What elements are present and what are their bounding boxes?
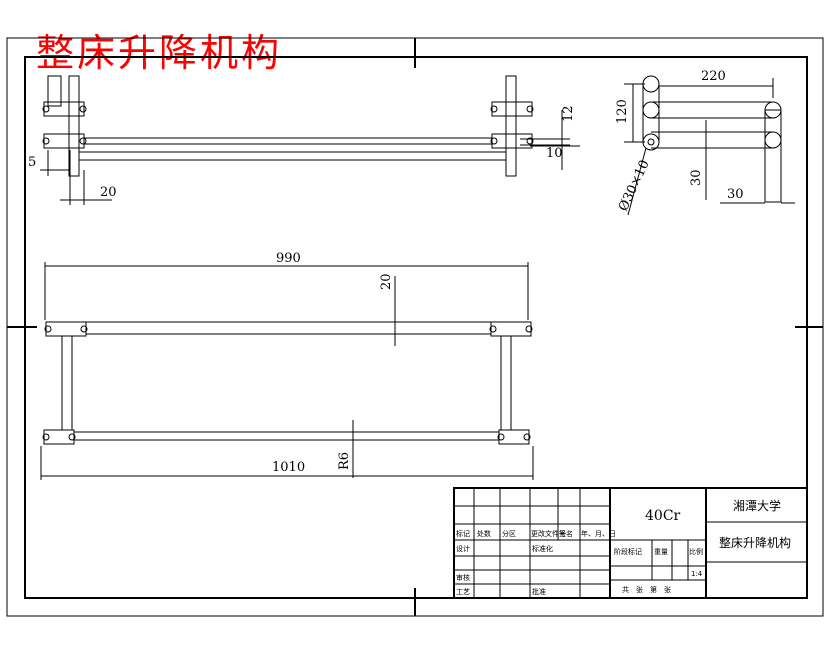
scale-label: 比例 [689, 547, 703, 556]
weight-label: 重量 [654, 548, 668, 556]
drawing-title: 整床升降机构 [36, 31, 283, 75]
dim-side-220: 220 [701, 69, 726, 84]
dim-front-990: 990 [276, 251, 301, 266]
dim-top-12: 12 [561, 105, 576, 122]
dim-front-20: 20 [379, 273, 394, 290]
scale-value: 1:4 [691, 570, 703, 578]
dim-top-20: 20 [100, 185, 117, 200]
dim-front-r6: R6 [337, 452, 352, 470]
dim-side-30-horizontal: 30 [727, 187, 744, 202]
row-label-change-doc: 更改文件号 [531, 529, 566, 538]
dim-front-1010: 1010 [272, 460, 305, 475]
standard-label: 标准化 [532, 544, 553, 553]
row-label-date: 年、月、日 [581, 529, 616, 538]
centering-marks [7, 38, 823, 616]
school-name: 湘潭大学 [733, 498, 781, 513]
part-name: 整床升降机构 [719, 535, 791, 550]
row-label-count: 处数 [477, 529, 491, 538]
outer-border [6, 37, 824, 617]
approve-label: 批准 [532, 587, 546, 596]
sheets-label: 共 张 第 张 [622, 585, 671, 594]
dim-side-30-vertical: 30 [689, 169, 704, 186]
side-view [624, 75, 795, 216]
review-label: 审核 [456, 573, 470, 582]
material-label: 40Cr [645, 508, 681, 524]
dim-side-120: 120 [615, 99, 630, 124]
dim-top-5: 5 [28, 155, 36, 170]
designer-label: 设计 [456, 544, 470, 553]
front-view [40, 262, 534, 480]
title-block [453, 487, 808, 599]
row-label-zone: 分区 [502, 529, 516, 538]
dim-top-10: 10 [546, 146, 563, 161]
process-label: 工艺 [456, 588, 470, 596]
dim-side-diameter: Ø30×10 [616, 158, 653, 214]
row-label-signature: 签名 [559, 529, 573, 538]
top-view [40, 75, 580, 205]
row-label-mark: 标记 [456, 529, 470, 538]
stage-label: 阶段标记 [614, 547, 642, 556]
